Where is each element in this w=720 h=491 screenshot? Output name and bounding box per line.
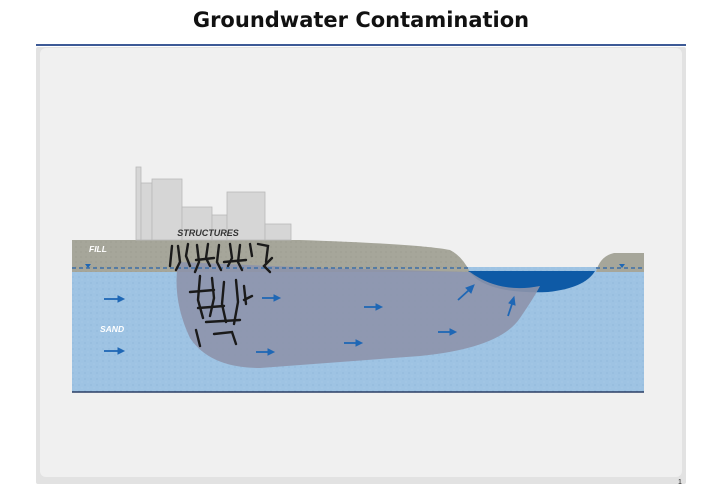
- label-structures: STRUCTURES: [177, 228, 239, 238]
- page-title: Groundwater Contamination: [192, 8, 530, 32]
- flow-arrow-icon: [438, 328, 458, 336]
- flow-arrow-icon: [344, 339, 364, 347]
- title-divider: [36, 44, 686, 46]
- structures: [135, 166, 292, 241]
- label-sand: SAND: [100, 324, 124, 334]
- flow-arrow-icon: [507, 295, 516, 317]
- label-fill: FILL: [89, 244, 107, 254]
- contaminant-fractures: [168, 242, 274, 348]
- fill-layer-right: [596, 253, 644, 272]
- groundwater-flow-arrows: [104, 284, 516, 356]
- water-table-marker-icon: [85, 264, 91, 268]
- contamination-plume: [176, 262, 540, 368]
- flow-arrow-icon: [262, 294, 282, 302]
- flow-arrow-icon: [256, 348, 276, 356]
- water-table-marker-icon: [619, 264, 625, 268]
- flow-arrow-icon: [104, 295, 126, 303]
- flow-arrow-icon: [457, 284, 475, 301]
- page-number: 1: [678, 479, 682, 486]
- flow-arrow-icon: [104, 347, 126, 355]
- title-bar: Groundwater Contamination: [36, 0, 686, 44]
- flow-arrow-icon: [364, 303, 384, 311]
